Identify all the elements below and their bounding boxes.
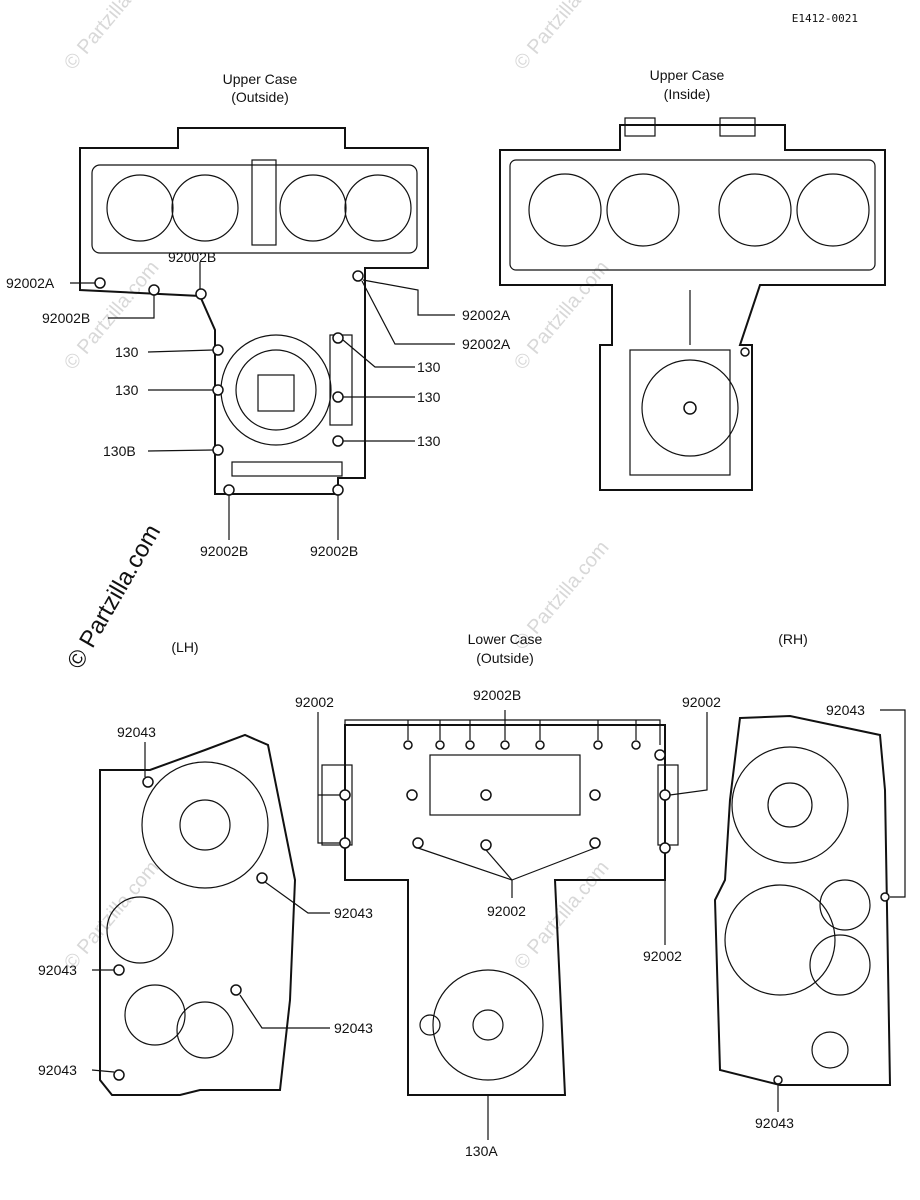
lower-outside-subtitle: (Outside) [476,650,534,666]
rh-title: (RH) [778,631,808,647]
callout-label: 92043 [38,962,77,978]
callout-label: 92002B [473,687,522,703]
lower-outside-title: Lower Case [467,631,543,647]
callout-label: 92002 [643,948,682,964]
callout-label: 130 [417,359,441,375]
upper-outside-subtitle: (Outside) [231,89,289,105]
callout-label: 92043 [334,905,373,921]
upper-inside-subtitle: (Inside) [663,86,711,102]
lh-case-drawing [91,733,330,1096]
callout-label: 130A [465,1143,498,1159]
callout-label: 130B [103,443,136,459]
callout-label: 92002B [200,543,249,559]
callout-label: 92043 [826,702,865,718]
upper-case-outside-drawing [70,127,455,540]
lower-case-outside-drawing [317,710,708,1140]
diagram-code: E1412-0021 [791,12,858,25]
callout-label: 92002B [310,543,359,559]
lh-title: (LH) [171,639,199,655]
rh-case-drawing [713,709,906,1112]
upper-inside-title: Upper Case [649,67,725,83]
callout-label: 92043 [117,724,156,740]
callout-label: 92002A [462,307,511,323]
callout-label: 130 [115,344,139,360]
callout-label: 130 [115,382,139,398]
callout-label: 92002A [6,275,55,291]
callout-label: 92043 [334,1020,373,1036]
upper-case-inside-drawing [499,117,886,491]
upper-outside-title: Upper Case [222,71,298,87]
callout-label: 130 [417,433,441,449]
callout-label: 92002A [462,336,511,352]
callout-label: 92002 [487,903,526,919]
callout-label: 92043 [38,1062,77,1078]
callout-label: 92002B [42,310,91,326]
callout-label: 92043 [755,1115,794,1131]
callout-label: 92002B [168,249,217,265]
callout-label: 130 [417,389,441,405]
callout-label: 92002 [682,694,721,710]
callout-label: 92002 [295,694,334,710]
